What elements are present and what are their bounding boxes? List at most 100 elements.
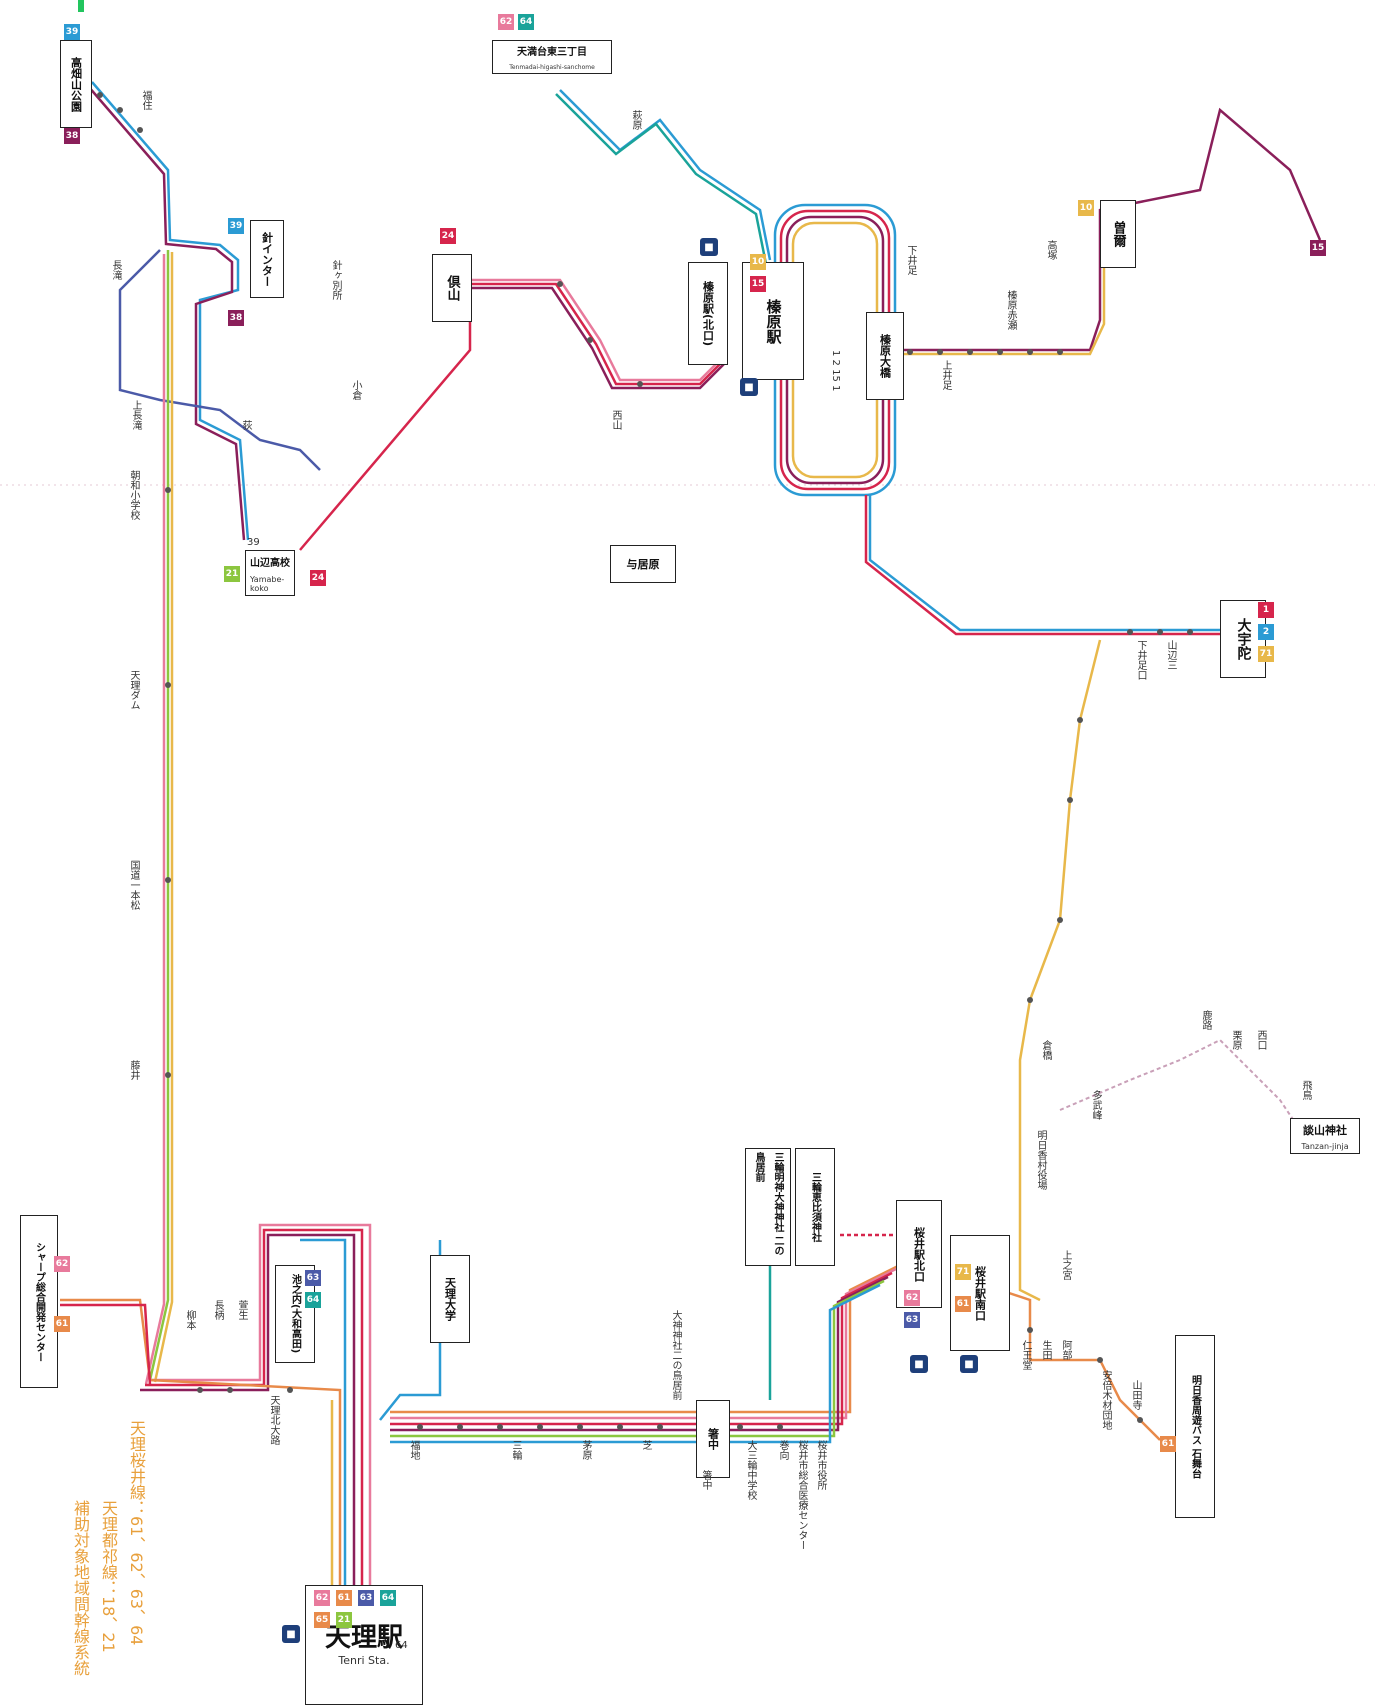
route-badge-1: 1 xyxy=(1258,602,1274,618)
route-badge-62-tenri: 62 xyxy=(314,1590,330,1606)
route-badge-61-sakurai: 61 xyxy=(955,1296,971,1312)
station-name: 桜井駅南口 xyxy=(971,1266,990,1321)
station-name: 曽爾 xyxy=(1109,221,1128,247)
station-box-haiyama[interactable]: 倶山 xyxy=(432,254,472,322)
route-badge-71: 71 xyxy=(1258,646,1274,662)
station-label: 安倍木材団地 xyxy=(1100,1370,1111,1430)
station-label: 大神神社二の鳥居前 xyxy=(670,1310,681,1400)
route-badge-39: 39 xyxy=(64,24,80,40)
route-badge-61-tenri: 61 xyxy=(336,1590,352,1606)
station-name: 大宇陀 xyxy=(1234,618,1253,660)
station-label: 萱生 xyxy=(236,1300,247,1320)
route-badge-21: 21 xyxy=(224,566,240,582)
station-label: 倉橋 xyxy=(1040,1040,1051,1060)
station-label: 茅原 xyxy=(580,1440,591,1460)
train-icon: ■ xyxy=(740,378,758,396)
station-label: 大三輪中学校 xyxy=(745,1440,756,1500)
station-label: 鹿路 xyxy=(1200,1010,1211,1030)
route-corridor-west xyxy=(88,82,320,1384)
legend-line-tenri-tsuge: 天理都祁線：18、21 xyxy=(96,1500,120,1653)
station-label: 箸中 xyxy=(700,1470,711,1490)
route-haibara-ouda xyxy=(866,495,1230,634)
station-label: 巻向 xyxy=(777,1440,788,1460)
station-label: 天理ダム xyxy=(128,670,139,710)
route-line-blue xyxy=(92,82,248,540)
station-box-miwa-ebisu[interactable]: 三輪恵比須神社 xyxy=(795,1148,835,1266)
station-label: 天理北大路 xyxy=(268,1395,279,1445)
station-label: 柳本 xyxy=(184,1310,195,1330)
station-box-yosano[interactable]: 与居原 xyxy=(610,545,676,583)
station-box-hari-ic[interactable]: 針インター xyxy=(250,220,284,298)
station-name: 高畑山公園 xyxy=(67,57,86,112)
station-label: 栗原 xyxy=(1230,1030,1241,1050)
station-name: 天理大学 xyxy=(441,1277,460,1321)
station-label: 上井足 xyxy=(940,360,951,390)
station-name: 針インター xyxy=(258,232,277,287)
station-name: 三輪明神大神神社 二の鳥居前 xyxy=(749,1152,787,1262)
route-badge-64: 64 xyxy=(518,14,534,30)
station-name-en: Yamabe-koko xyxy=(250,575,290,593)
station-box-terada[interactable]: 天満台東三丁目 Tenmadai-higashi-sanchome xyxy=(492,40,612,74)
route-badge-63-north: 63 xyxy=(904,1312,920,1328)
route-line-sharp xyxy=(60,1305,150,1385)
station-box-miwa[interactable]: 三輪明神大神神社 二の鳥居前 xyxy=(745,1148,791,1266)
route-badge-38: 38 xyxy=(64,128,80,144)
route-badge-39-hari: 39 xyxy=(228,218,244,234)
station-label: 萩原 xyxy=(630,110,641,130)
route-badge-21-tenri: 21 xyxy=(336,1612,352,1628)
station-label: 榛原赤瀬 xyxy=(1005,290,1016,330)
train-icon: ■ xyxy=(700,238,718,256)
route-terada-haibara xyxy=(556,90,770,264)
route-badge-63-tenri: 63 xyxy=(358,1590,374,1606)
station-label: 上之宮 xyxy=(1060,1250,1071,1280)
station-label: 小倉 xyxy=(350,380,361,400)
station-box-sakurai-south[interactable]: 桜井駅南口 xyxy=(950,1235,1010,1351)
train-icon: ■ xyxy=(282,1625,300,1643)
station-label: 飛鳥 xyxy=(1300,1080,1311,1100)
station-box-kasuga[interactable]: 高畑山公園 xyxy=(60,40,92,128)
station-name-en: Tanzan-jinja xyxy=(1301,1142,1348,1151)
route-numbers-haibara-ohashi: 1 2 15 1 xyxy=(830,350,841,391)
station-name: 山辺高校 xyxy=(250,554,290,573)
route-badge-10: 10 xyxy=(1078,200,1094,216)
station-label: 上長滝 xyxy=(130,400,141,430)
station-label: 生田 xyxy=(1040,1340,1051,1360)
station-box-tanzan[interactable]: 談山神社 Tanzan-jinja xyxy=(1290,1118,1360,1154)
station-label: 福地 xyxy=(408,1440,419,1460)
station-label: 多武峰 xyxy=(1090,1090,1101,1120)
station-label: 藤井 xyxy=(128,1060,139,1080)
station-box-sharp[interactable]: シャープ総合開発センター xyxy=(20,1215,58,1388)
station-label: 朝和小学校 xyxy=(128,470,139,520)
station-name: 談山神社 xyxy=(1303,1121,1347,1140)
station-label: 荻 xyxy=(240,420,251,430)
train-icon: ■ xyxy=(960,1355,978,1373)
station-box-sodani[interactable]: 曽爾 xyxy=(1100,200,1136,268)
station-label: 長柄 xyxy=(212,1300,223,1320)
station-name: 与居原 xyxy=(627,555,660,574)
route-haiyama-haibara xyxy=(470,280,724,388)
station-label: 桜井市役所 xyxy=(815,1440,826,1490)
station-box-tenri-univ[interactable]: 天理大学 xyxy=(430,1255,470,1343)
route-line-pink xyxy=(146,254,164,1384)
route-badge-61-sharp: 61 xyxy=(54,1316,70,1332)
station-box-asuka[interactable]: 明日香周遊バス 石舞台 xyxy=(1175,1335,1215,1518)
station-box-hase[interactable]: 榛原駅(北口) xyxy=(688,262,728,365)
station-box-haibara-ohashi[interactable]: 榛原大橋 xyxy=(866,312,904,400)
station-name-en: Tenri Sta. xyxy=(338,1654,389,1667)
route-badge-24: 24 xyxy=(310,570,326,586)
route-line-yellow-71 xyxy=(1020,640,1100,1300)
station-label: 芝 xyxy=(640,1440,651,1450)
route-line-green xyxy=(150,250,168,1380)
station-box-yamabe[interactable]: 山辺高校 Yamabe-koko xyxy=(245,550,295,596)
station-box-hashinaka[interactable]: 箸中 xyxy=(696,1400,730,1478)
station-label: 下井足口 xyxy=(1135,640,1146,680)
route-badge-63: 63 xyxy=(305,1270,321,1286)
station-name: 明日香周遊バス 石舞台 xyxy=(1186,1375,1205,1478)
station-name: 池之内(大和高田) xyxy=(286,1274,305,1353)
station-label: 山辺三 xyxy=(1165,640,1176,670)
top-marker xyxy=(78,0,84,12)
route-badge-64-ikenouchi: 64 xyxy=(305,1292,321,1308)
station-label: 三輪 xyxy=(510,1440,521,1460)
route-number-64: 64 xyxy=(395,1640,408,1651)
route-line-purple xyxy=(88,86,244,540)
